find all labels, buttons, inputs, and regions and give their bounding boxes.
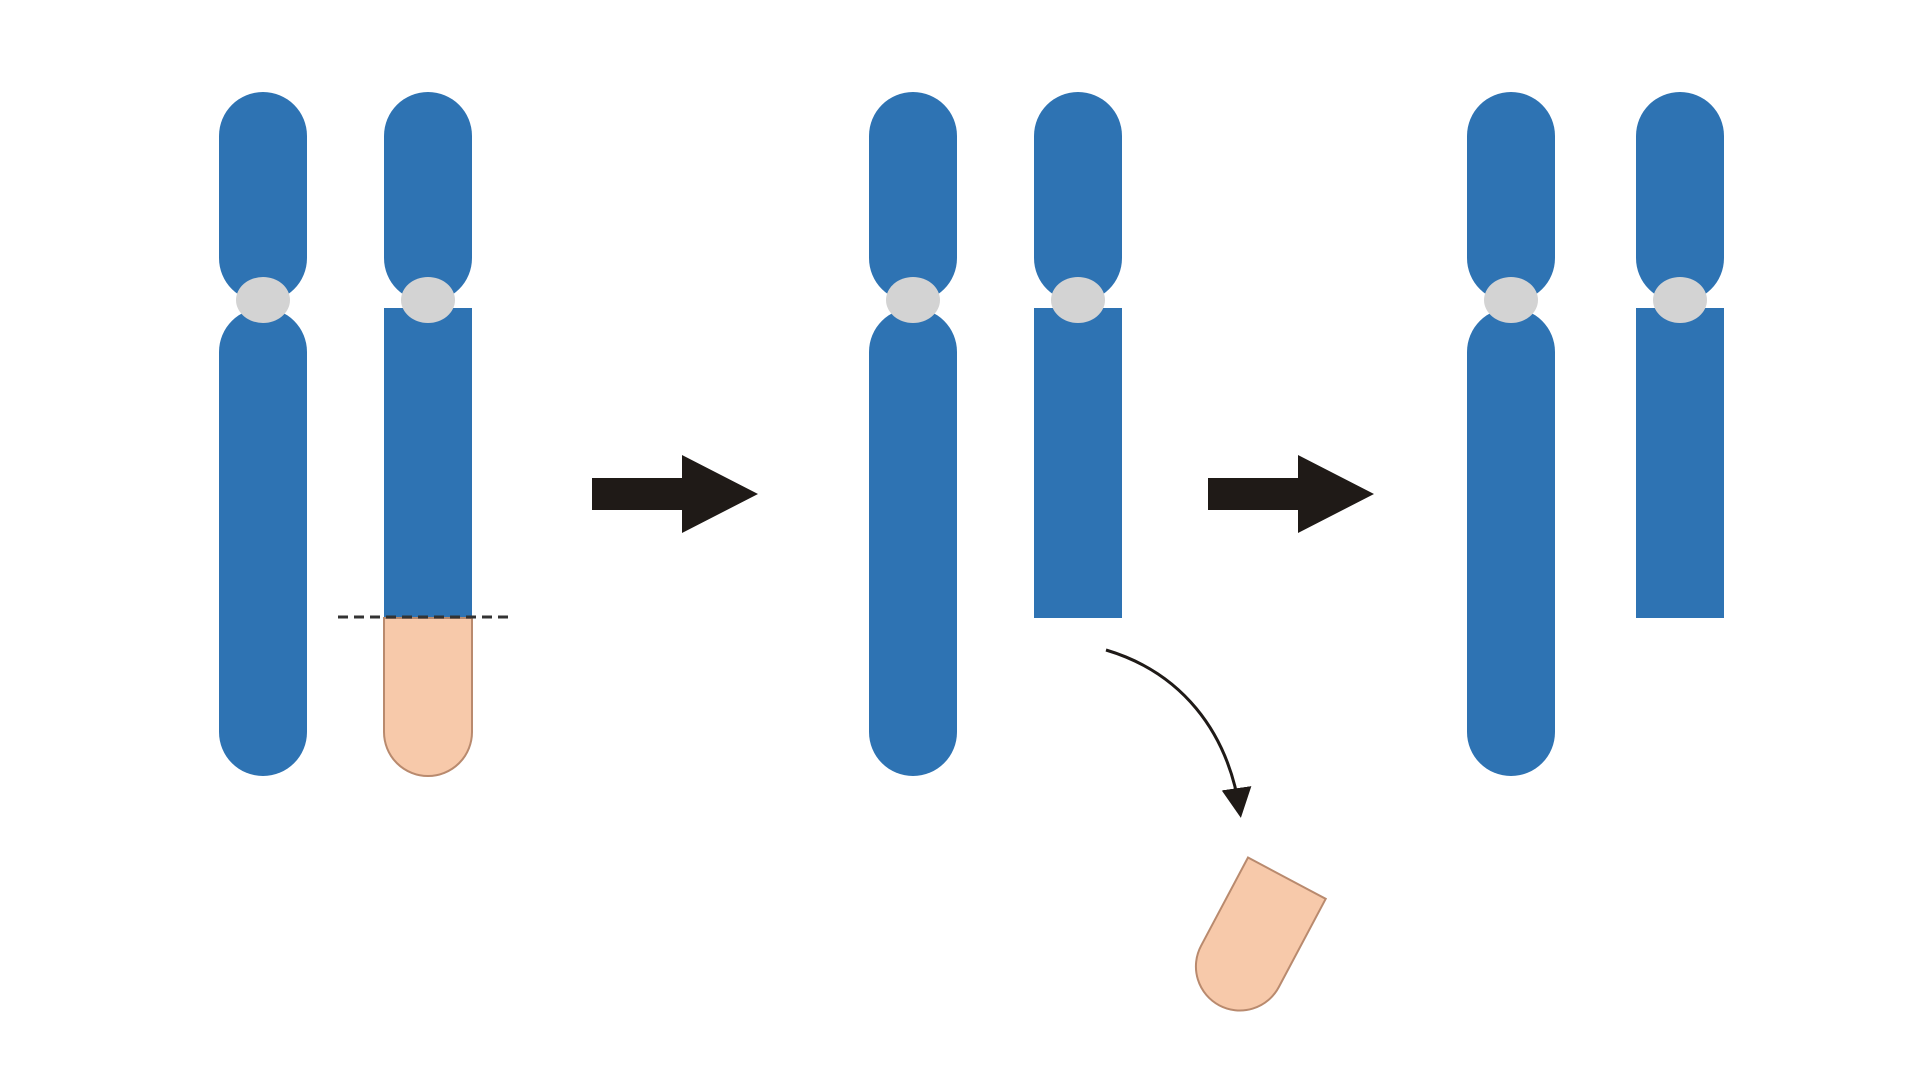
centromere (1484, 277, 1538, 323)
chromosome-normal-3 (1467, 92, 1555, 776)
chromosome-truncated-2 (1034, 92, 1122, 618)
step-3-group (1467, 92, 1724, 776)
chromosome-truncated-3 (1636, 92, 1724, 618)
centromere (1653, 277, 1707, 323)
chromosome-long-arm (869, 308, 957, 776)
chromosome-normal-1 (219, 92, 307, 776)
chromosome-short-arm (869, 92, 957, 302)
chromosome-long-arm (219, 308, 307, 776)
right-arrow-icon (592, 455, 758, 533)
chromosome-long-arm (384, 308, 472, 618)
chromosome-short-arm (1034, 92, 1122, 302)
chromosome-long-arm (1636, 308, 1724, 618)
centromere (236, 277, 290, 323)
right-arrow-icon (1208, 455, 1374, 533)
chromosome-long-arm (1034, 308, 1122, 618)
chromosome-short-arm (1467, 92, 1555, 302)
curved-release-arrow-icon (1105, 648, 1252, 818)
chromosome-short-arm (384, 92, 472, 302)
chromosome-long-arm (1467, 308, 1555, 776)
deleted-segment (383, 617, 473, 777)
chromosome-short-arm (1636, 92, 1724, 302)
centromere (1051, 277, 1105, 323)
centromere (886, 277, 940, 323)
chromosome-with-deletion-segment (338, 92, 512, 777)
step-2-group (869, 92, 1328, 1012)
chromosome-normal-2 (869, 92, 957, 776)
released-deleted-fragment (1194, 856, 1328, 1012)
chromosome-short-arm (219, 92, 307, 302)
step-1-group (219, 92, 512, 777)
centromere (401, 277, 455, 323)
